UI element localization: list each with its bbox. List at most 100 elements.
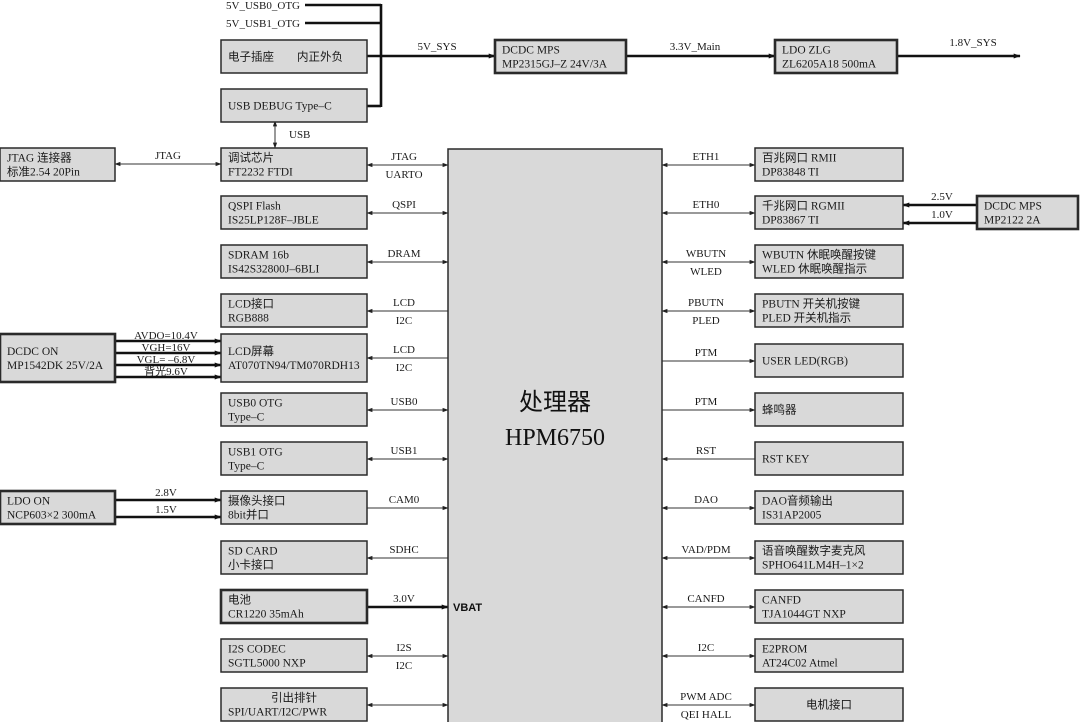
block-box xyxy=(493,38,628,75)
block-text-line: DCDC MPS xyxy=(502,45,560,57)
link-label-usb: USB xyxy=(289,129,310,141)
block-usb0: USB0 OTG Type–C xyxy=(220,392,368,427)
block-text-line: ZL6205A18 500mA xyxy=(782,59,877,71)
link-label-motor: PWM ADC xyxy=(680,691,732,703)
block-text-line: DAO音频输出 xyxy=(762,494,833,508)
block-rst-key: RST KEY xyxy=(754,441,904,476)
link-label-lcd-if: I2C xyxy=(396,315,413,327)
block-text-line: LCD接口 xyxy=(228,298,274,311)
power-label-eth: 2.5V xyxy=(931,191,953,203)
block-text-line: DP83867 TI xyxy=(762,215,819,227)
block-dcdc-mps: DCDC MPS MP2315GJ–Z 24V/3A xyxy=(493,38,628,75)
block-text-line: PLED 开关机指示 xyxy=(762,311,851,325)
link-label-buzzer: PTM xyxy=(695,396,718,408)
block-box xyxy=(220,441,368,476)
link-label-pbutn: PLED xyxy=(692,315,720,327)
link-label-qspi: QSPI xyxy=(392,199,416,211)
block-text-line: USER LED(RGB) xyxy=(762,356,848,368)
block-box xyxy=(220,293,368,328)
block-text-line: DP83848 TI xyxy=(762,167,819,179)
block-text-line: 语音唤醒数字麦克风 xyxy=(762,544,866,558)
power-label-eth: 1.0V xyxy=(931,209,953,221)
link-label-motor: QEI HALL xyxy=(681,709,732,721)
link-label-i2s-codec: I2C xyxy=(396,660,413,672)
block-text-line: IS31AP2005 xyxy=(762,510,822,522)
block-eth100: 百兆网口 RMII DP83848 TI xyxy=(754,147,904,182)
block-text-line: TJA1044GT NXP xyxy=(762,609,846,621)
block-text-line: 千兆网口 RGMII xyxy=(762,200,845,213)
block-dao: DAO音频输出 IS31AP2005 xyxy=(754,490,904,525)
block-box xyxy=(220,195,368,230)
block-text-line: USB0 OTG xyxy=(228,398,283,410)
block-text-line: 百兆网口 RMII xyxy=(762,152,837,165)
block-text-line: SPHO641LM4H–1×2 xyxy=(762,560,864,572)
link-label-wbutn: WLED xyxy=(690,266,722,278)
block-text-line: MP2315GJ–Z 24V/3A xyxy=(502,59,608,71)
block-text-line: RGB888 xyxy=(228,313,269,325)
block-lcd-if: LCD接口 RGB888 xyxy=(220,293,368,328)
block-box xyxy=(220,638,368,673)
block-box xyxy=(754,687,904,722)
blocks: 电子插座 内正外负 USB DEBUG Type–C DCDC MPS MP2315G… xyxy=(0,38,1080,722)
link-label-eth100: ETH1 xyxy=(693,151,720,163)
block-text-line: IS25LP128F–JBLE xyxy=(228,215,319,227)
block-box xyxy=(220,333,368,383)
block-text-line: 摄像头接口 xyxy=(228,494,286,508)
link-label-eeprom: I2C xyxy=(698,642,715,654)
block-text-line: E2PROM xyxy=(762,644,807,656)
block-socket: 电子插座 内正外负 xyxy=(220,39,368,74)
block-box xyxy=(754,540,904,575)
block-text-line: 蜂鸣器 xyxy=(762,403,797,417)
block-box xyxy=(754,638,904,673)
link-label-wbutn: WBUTN xyxy=(686,248,726,260)
block-box xyxy=(754,195,904,230)
block-box xyxy=(220,147,368,182)
block-text-line: IS42S32800J–6BLI xyxy=(228,264,320,276)
power-label-lcd: VGL= –6.8V xyxy=(137,354,196,366)
block-eth1000: 千兆网口 RGMII DP83867 TI xyxy=(754,195,904,230)
block-text-line: Type–C xyxy=(228,412,265,424)
block-user-led: USER LED(RGB) xyxy=(754,343,904,378)
block-text-line: SPI/UART/I2C/PWR xyxy=(228,707,327,719)
block-text-line: LDO ZLG xyxy=(782,45,831,57)
block-ldo-zlg: LDO ZLG ZL6205A18 500mA xyxy=(773,38,899,75)
block-text-line: RST KEY xyxy=(762,454,810,466)
block-box xyxy=(754,343,904,378)
power-label-5v-sys: 5V_SYS xyxy=(417,41,456,53)
power-label-lcd: AVDO=10.4V xyxy=(134,330,198,342)
link-label-battery: 3.0V xyxy=(393,593,415,605)
block-box xyxy=(754,293,904,328)
link-label-canfd: CANFD xyxy=(687,593,724,605)
link-label-sdcard: SDHC xyxy=(389,544,418,556)
link-labels: JTAGUARTOQSPIDRAMLCDI2CLCDI2CUSB0USB1CAM… xyxy=(134,0,997,721)
processor-name: 处理器 xyxy=(519,389,591,416)
block-box xyxy=(0,332,117,384)
link-label-lcd-panel: I2C xyxy=(396,362,413,374)
block-box xyxy=(219,588,369,625)
block-text-line: CR1220 35mAh xyxy=(228,609,304,621)
block-box xyxy=(220,687,368,722)
block-text-line: I2S CODEC xyxy=(228,644,286,656)
link-label-usb1: USB1 xyxy=(391,445,418,457)
link-label-lcd-if: LCD xyxy=(393,297,415,309)
link-label-i2s-codec: I2S xyxy=(396,642,411,654)
block-text-line: FT2232 FTDI xyxy=(228,167,293,179)
block-text-line: Type–C xyxy=(228,461,265,473)
block-usb-debug: USB DEBUG Type–C xyxy=(220,88,368,123)
link-label-rst-key: RST xyxy=(696,445,716,457)
link-label-mic: VAD/PDM xyxy=(681,544,731,556)
